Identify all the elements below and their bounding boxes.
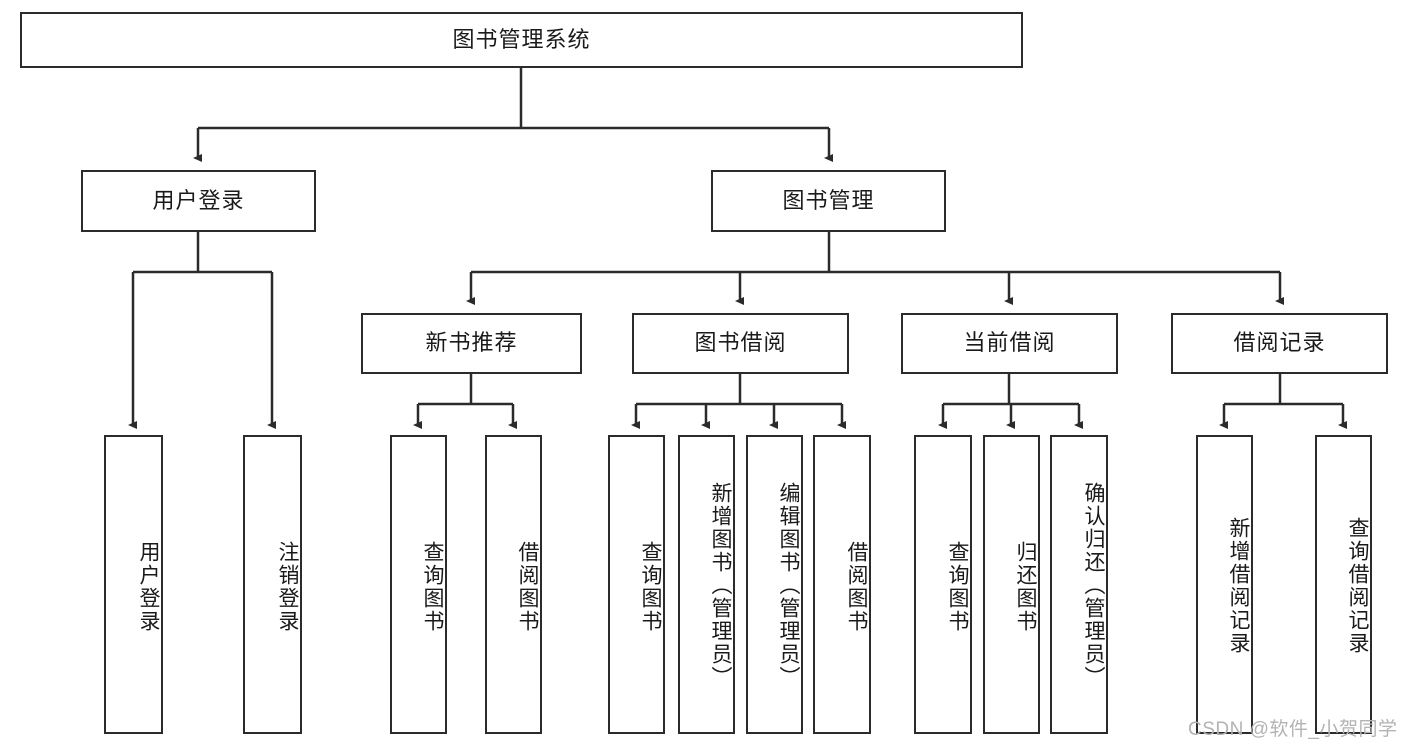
node-label: 当前借阅 xyxy=(963,330,1056,356)
leaf-borrow-book[interactable]: 借阅图书 xyxy=(813,435,871,734)
node-label: 图书管理 xyxy=(782,187,875,213)
node-label: 新书推荐 xyxy=(425,330,518,356)
watermark: CSDN @软件_小贺同学 xyxy=(1188,719,1398,740)
leaf-return-book[interactable]: 归还图书 xyxy=(983,435,1040,734)
leaf-query-borrow-record[interactable]: 查询借阅记录 xyxy=(1315,435,1372,734)
leaf-query-book-borrow[interactable]: 查询图书 xyxy=(608,435,665,734)
node-root-system[interactable]: 图书管理系统 xyxy=(20,12,1023,68)
node-book-management[interactable]: 图书管理 xyxy=(711,170,946,232)
node-borrow-record[interactable]: 借阅记录 xyxy=(1171,313,1388,374)
node-user-login[interactable]: 用户登录 xyxy=(81,170,316,232)
node-label: 借阅图书 xyxy=(516,540,539,633)
node-label: 借阅图书 xyxy=(845,540,868,633)
node-label: 用户登录 xyxy=(152,187,245,213)
node-label: 查询图书 xyxy=(421,540,444,633)
leaf-logout[interactable]: 注销登录 xyxy=(243,435,302,734)
node-label: 新增图书（管理员） xyxy=(709,482,732,689)
leaf-query-book-current[interactable]: 查询图书 xyxy=(914,435,972,734)
node-label: 归还图书 xyxy=(1014,540,1037,633)
leaf-user-login[interactable]: 用户登录 xyxy=(104,435,163,734)
node-new-book-recommend[interactable]: 新书推荐 xyxy=(361,313,582,374)
leaf-confirm-return[interactable]: 确认归还（管理员） xyxy=(1050,435,1108,734)
node-label: 查询图书 xyxy=(946,540,969,633)
node-label: 编辑图书（管理员） xyxy=(777,482,800,689)
leaf-add-borrow-record[interactable]: 新增借阅记录 xyxy=(1196,435,1253,734)
leaf-query-book-recommend[interactable]: 查询图书 xyxy=(390,435,447,734)
leaf-add-book[interactable]: 新增图书（管理员） xyxy=(678,435,735,734)
node-label: 新增借阅记录 xyxy=(1227,516,1250,655)
node-label: 图书借阅 xyxy=(694,330,787,356)
node-label: 用户登录 xyxy=(137,540,160,633)
node-book-borrow[interactable]: 图书借阅 xyxy=(632,313,849,374)
node-current-borrow[interactable]: 当前借阅 xyxy=(901,313,1118,374)
node-label: 借阅记录 xyxy=(1233,330,1326,356)
node-label: 确认归还（管理员） xyxy=(1082,482,1105,689)
node-label: 查询图书 xyxy=(639,540,662,633)
node-label: 查询借阅记录 xyxy=(1346,516,1369,655)
leaf-edit-book[interactable]: 编辑图书（管理员） xyxy=(746,435,803,734)
node-label: 图书管理系统 xyxy=(452,26,591,52)
node-label: 注销登录 xyxy=(276,540,299,633)
leaf-borrow-book-recommend[interactable]: 借阅图书 xyxy=(485,435,542,734)
